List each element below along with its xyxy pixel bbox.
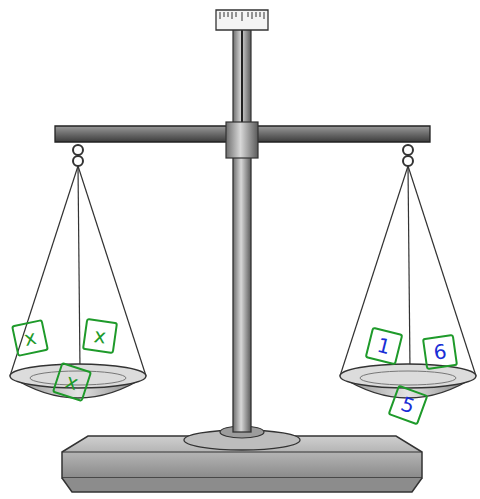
weight-label: 1 (375, 335, 392, 357)
weight-label: x (93, 325, 108, 346)
weight-box: 6 (422, 334, 458, 370)
weight-label: 5 (399, 393, 418, 416)
weight-label: 6 (432, 341, 447, 363)
weight-box: x (82, 318, 118, 354)
weight-box: x (11, 319, 49, 357)
weight-label: x (22, 327, 38, 349)
weight-box: 1 (365, 327, 404, 366)
weight-label: x (63, 371, 80, 394)
